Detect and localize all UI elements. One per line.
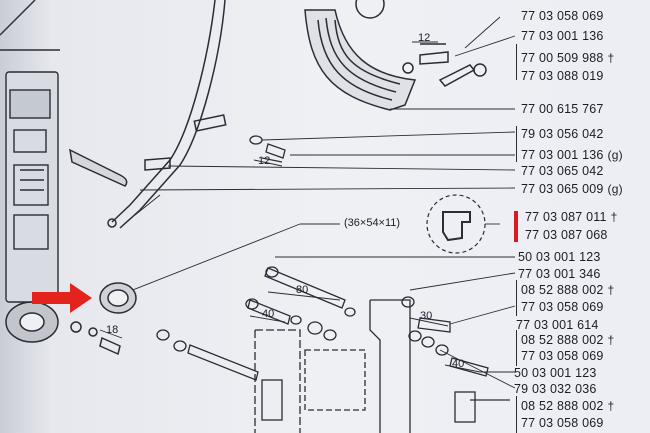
part-number: 79 03 056 042 (521, 127, 604, 141)
part-number: 08 52 888 002† (521, 333, 615, 347)
part-number-highlighted: 77 03 087 068 (525, 228, 608, 242)
part-number: 77 03 001 136 (521, 29, 604, 43)
part-bracket (516, 330, 637, 366)
dimension-lines (99, 41, 481, 373)
part-bracket (516, 280, 637, 316)
part-bracket (516, 396, 637, 433)
part-number: 79 03 032 036 (514, 382, 597, 396)
dimension-label: 40 (452, 358, 465, 370)
part-number: 77 03 001 136(g) (521, 148, 623, 162)
dimension-label: 18 (106, 324, 119, 336)
pump-cover-drawing (304, 0, 487, 111)
part-number: 08 52 888 002† (521, 283, 615, 297)
dimension-label: 80 (296, 284, 309, 296)
part-bracket (516, 126, 637, 162)
part-number: 77 03 058 069 (521, 9, 604, 23)
dimension-label: 12 (418, 32, 431, 44)
part-number: 50 03 001 123 (514, 366, 597, 380)
leader-lines (119, 16, 516, 389)
engine-block-drawing (0, 0, 60, 303)
part-number: 77 03 001 614 (516, 318, 599, 332)
part-bracket (516, 44, 637, 80)
dimension-label: 12 (258, 155, 271, 167)
part-number: 77 03 001 346 (518, 267, 601, 281)
dimension-label: 40 (262, 308, 275, 320)
part-number: 77 03 065 042 (521, 164, 604, 178)
part-number: 77 03 058 069 (521, 349, 604, 363)
part-number: 77 03 065 009(g) (521, 182, 623, 196)
part-number: 77 00 615 767 (521, 102, 604, 116)
highlight-bar (514, 211, 518, 242)
part-number-highlighted: 77 03 087 011† (525, 210, 618, 224)
part-number: 77 03 058 069 (521, 300, 604, 314)
rocker-assembly-drawing (156, 266, 510, 433)
crankshaft-seal-drawing (5, 282, 137, 356)
part-number: 08 52 888 002† (521, 399, 615, 413)
part-number: 50 03 001 123 (518, 250, 601, 264)
dimension-label: 30 (420, 310, 433, 322)
seal-detail-drawing (426, 194, 486, 254)
dipstick-drawing (69, 0, 227, 229)
highlight-arrow-icon (32, 283, 92, 313)
seal-dimension-label: (36×54×11) (344, 217, 401, 229)
part-number: 77 00 509 988† (521, 51, 615, 65)
part-number: 77 03 058 069 (521, 416, 604, 430)
part-number: 77 03 088 019 (521, 69, 604, 83)
